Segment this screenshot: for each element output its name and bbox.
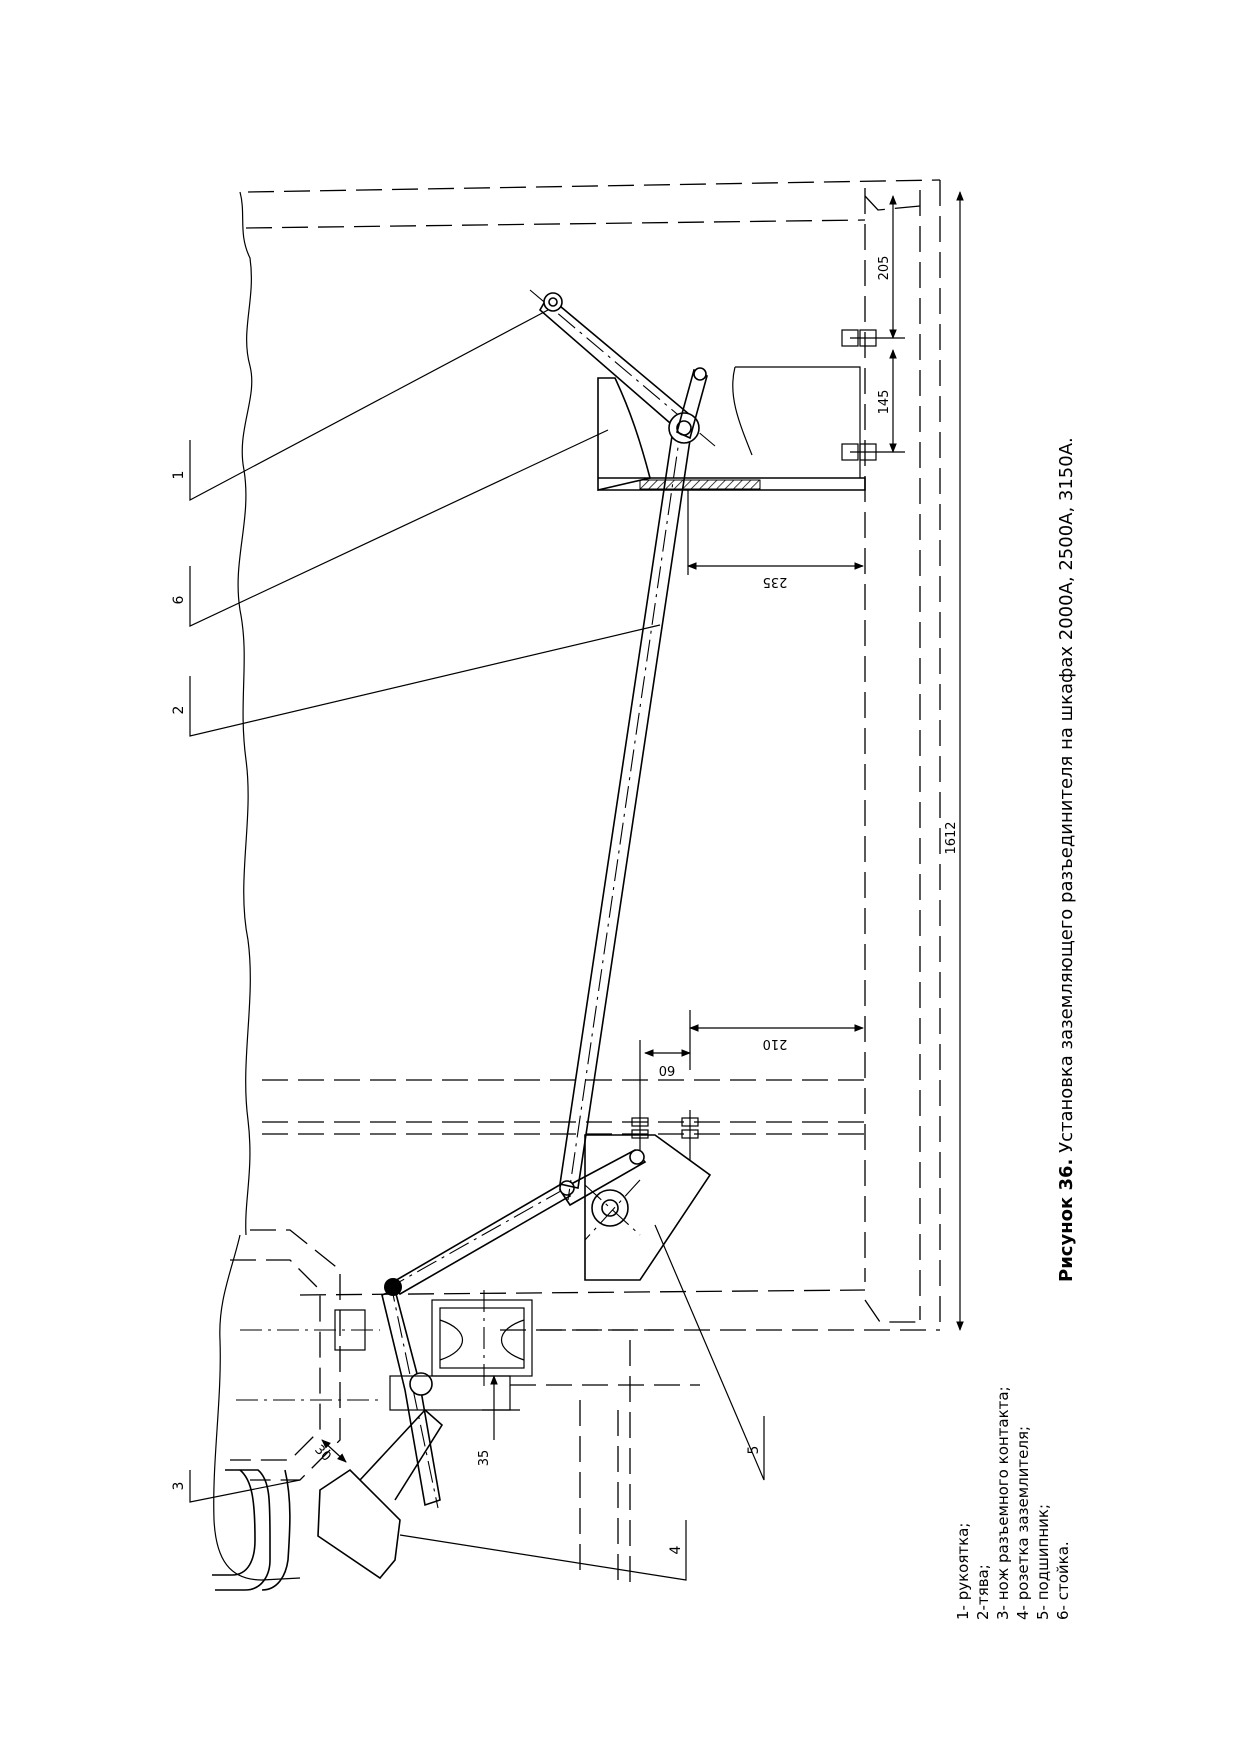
callout-3: 3: [171, 1482, 187, 1491]
lower-link-axis: [389, 1279, 439, 1509]
lower-pivot-ring: [409, 1372, 433, 1396]
dim-60-label: 60: [659, 1062, 676, 1077]
handle-1: [538, 294, 698, 438]
legend-item-1: 1- рукоятка;: [954, 1523, 972, 1620]
leader-2: [189, 624, 661, 737]
dim-145-label: 145: [877, 390, 892, 415]
legend: 1- рукоятка; 2-тява; 3- нож разъемного к…: [954, 1386, 1072, 1620]
contact-knife-body: [215, 1469, 271, 1591]
stand-right-wall: [732, 366, 861, 478]
bearing-bracket-curves: [439, 1319, 525, 1361]
short-crank: [558, 1148, 647, 1207]
frame-corner-top: [864, 195, 921, 211]
bearing-stand: [584, 1134, 712, 1281]
legend-item-5: 5- подшипник;: [1034, 1504, 1052, 1620]
legend-item-2: 2-тява;: [974, 1564, 992, 1620]
lower-link-end-ring: [559, 1180, 575, 1196]
switch-body-inner: [230, 1259, 321, 1461]
dim-1612-label: 1612: [944, 821, 959, 854]
leader-6: [189, 429, 609, 627]
short-crank-pin: [629, 1149, 645, 1165]
dim-30-label: 30: [311, 1442, 333, 1464]
legend-item-3: 3- нож разъемного контакта;: [994, 1386, 1012, 1620]
stand-6: [597, 377, 651, 492]
bearing-5-hole: [601, 1199, 619, 1217]
cabinet-break-line: [237, 191, 253, 1236]
contact-knife-inner: [212, 1469, 256, 1576]
figure-caption-bold: Рисунок 36.: [1056, 1159, 1077, 1282]
frame-top-dash-2: [245, 219, 866, 229]
bearing-bracket-frame: [431, 1299, 533, 1377]
lower-connecting-axis: [384, 1182, 576, 1291]
switch-body-outline: [250, 1229, 341, 1481]
bearing-bolt-2: [681, 1110, 699, 1160]
contact-knife-inner-2: [261, 1469, 291, 1591]
handle-end-hole: [548, 297, 558, 307]
leader-4: [399, 1520, 687, 1581]
dim-35-label: 35: [477, 1450, 492, 1467]
figure-caption: Рисунок 36. Установка заземляющего разъе…: [1056, 437, 1077, 1282]
stand-hatched-plate: [639, 479, 761, 490]
dim-235-label: 235: [763, 574, 788, 589]
bearing-bracket-inner: [439, 1307, 525, 1369]
cabinet-bottom-break-line: [213, 1234, 301, 1581]
upper-crank-pin: [693, 367, 707, 381]
callout-4: 4: [668, 1545, 684, 1554]
earthing-blade: [359, 1408, 444, 1501]
lower-connecting-link: [391, 1181, 572, 1296]
figure-caption-text: Установка заземляющего разъединителя на …: [1056, 437, 1077, 1158]
callout-1: 1: [171, 471, 187, 480]
callout-5: 5: [746, 1446, 762, 1455]
frame-top-dash-1: [247, 179, 941, 193]
stand-bolt-1: [841, 329, 880, 347]
stand-bolt-2: [841, 443, 880, 461]
leader-1: [189, 309, 549, 501]
stand-base: [598, 477, 866, 491]
dim-210-label: 210: [763, 1036, 788, 1051]
callout-6: 6: [171, 595, 187, 604]
dim-30-line: [321, 1439, 347, 1463]
legend-item-6: 6- стойка.: [1054, 1541, 1072, 1620]
callout-2: 2: [171, 706, 187, 715]
long-rod-axis: [567, 419, 683, 1201]
leader-5: [654, 1224, 765, 1481]
leader-3: [189, 1470, 301, 1503]
frame-corner-bottom: [864, 1299, 920, 1323]
earthing-socket: [317, 1468, 401, 1580]
bearing-5-axis-2: [584, 1179, 641, 1241]
bearing-lower-block: [389, 1375, 511, 1411]
lower-link-bar: [381, 1288, 441, 1507]
dim-205-label: 205: [877, 256, 892, 281]
switch-stud: [334, 1309, 366, 1351]
legend-item-4: 4- розетка заземлителя;: [1014, 1426, 1032, 1620]
